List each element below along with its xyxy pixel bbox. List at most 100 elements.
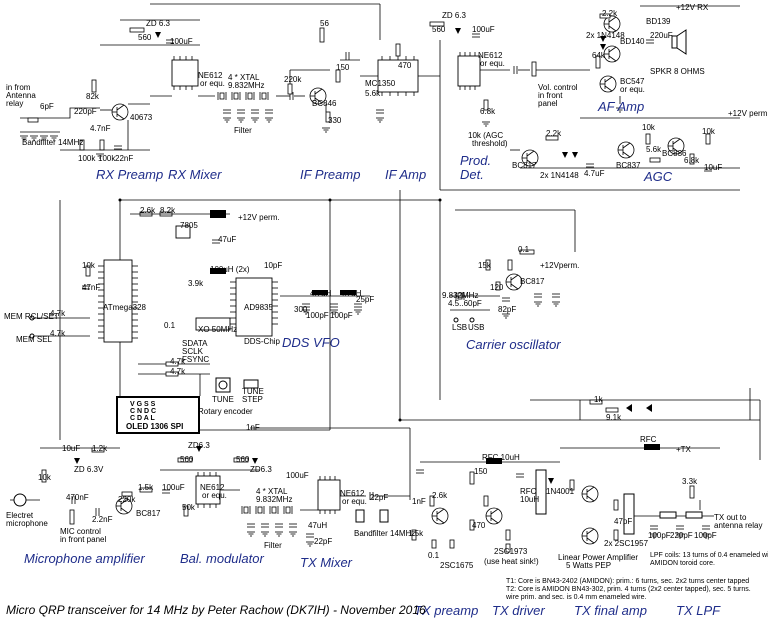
- heatsink-label: (use heat sink!): [484, 557, 539, 566]
- final-resistor: [613, 529, 619, 541]
- r2k2-label: 2.2k: [602, 9, 618, 18]
- r2k2-agc-label: 2.2k: [546, 129, 562, 138]
- bc817-agc-label: BC817: [512, 161, 537, 170]
- antenna-coil: [27, 117, 39, 123]
- ne612-rx-label2: or equ.: [200, 79, 225, 88]
- oled-display: V G S S C N D C C D A L OLED 1306 SPI: [116, 396, 200, 434]
- section-if-amp: IF Amp: [385, 167, 427, 182]
- mem-rcl-label[interactable]: MEM RCL/SET: [4, 312, 59, 321]
- r1k5-label: 1.5k: [138, 483, 154, 492]
- speaker-icon: [676, 29, 687, 55]
- zener-diode: [196, 446, 202, 452]
- r2k2-agc-resistor: [545, 135, 559, 141]
- ind47b-label: 4.7uH: [340, 289, 362, 298]
- r6k8-resistor: [483, 99, 489, 111]
- c10uf-mic-label: 10uF: [62, 444, 81, 453]
- reg7805-ic: [175, 225, 191, 239]
- ind47a-label: 4.7uH: [310, 289, 332, 298]
- c100pf-lpf-label: 100pF: [648, 531, 671, 540]
- r2k7-resistor: [429, 495, 435, 507]
- r2sc1675-label: 2SC1675: [440, 561, 474, 570]
- bc836-label: BC836: [662, 149, 687, 158]
- bc846-transistor: [314, 97, 323, 104]
- tune-label[interactable]: TUNE: [212, 395, 234, 404]
- r8k2-label: 8.2k: [160, 206, 176, 215]
- xtal-rx-label: 4 * XTAL: [228, 73, 260, 82]
- fsync-label: FSYNC: [182, 355, 210, 364]
- r01-resistor: [431, 539, 437, 549]
- c22nf-label: 2.2nF: [92, 515, 113, 524]
- zener-diode: [252, 458, 258, 464]
- dds-chip-label: DDS-Chip: [244, 337, 281, 346]
- r6k8-label: 6.8k: [480, 107, 496, 116]
- lsb-label[interactable]: LSB: [452, 323, 468, 332]
- ne612-bal-label: NE612: [200, 483, 225, 492]
- r5k6-agc-label: 5.6k: [646, 145, 662, 154]
- oled-pins1: V G S S: [130, 401, 156, 408]
- diode: [572, 152, 578, 158]
- mc1350-label: MC1350: [365, 79, 396, 88]
- c100uf-bal-label: 100uF: [162, 483, 185, 492]
- junction: [118, 198, 122, 202]
- r470-resistor: [395, 43, 401, 57]
- c220uf-label: 220uF: [650, 31, 673, 40]
- usb-label[interactable]: USB: [468, 323, 485, 332]
- plus12-dds-label: +12V perm.: [238, 213, 280, 222]
- r82k-label: 82k: [86, 92, 99, 101]
- section-tx-final: TX final amp: [574, 603, 647, 618]
- bc837-transistor: [622, 151, 631, 158]
- ne612-bal-ic: [195, 475, 221, 505]
- c25pf-label: 25pF: [356, 295, 375, 304]
- electret-label2: microphone: [6, 519, 48, 528]
- r100-tx-resistor: [449, 539, 455, 549]
- zener-diode: [455, 28, 461, 34]
- r100k-label: 100k: [78, 154, 96, 163]
- c100uf-tx-label: 100uF: [286, 471, 309, 480]
- r2k2-resistor: [599, 13, 611, 19]
- tune-step-label[interactable]: TUNE: [242, 387, 264, 396]
- inductor-100u: [210, 268, 226, 274]
- r220k-label: 220k: [284, 75, 302, 84]
- bf40673-label: 40673: [130, 113, 153, 122]
- bc817-mic-label: BC817: [136, 509, 161, 518]
- 2sc1957-transistor: [586, 495, 595, 502]
- bandfilter-rx-label: Bandfilter 14MHz: [22, 138, 84, 147]
- r150-tx-label: 150: [474, 467, 488, 476]
- rot-enc-label[interactable]: Rotary encoder: [198, 407, 253, 416]
- mem-sel-label[interactable]: MEM SEL: [16, 335, 53, 344]
- r56-tx-resistor: [505, 529, 511, 541]
- c6pf-label: 6pF: [40, 102, 54, 111]
- c47nf-label: 4.7nF: [90, 124, 111, 133]
- r10k-agc2-resistor: [705, 133, 711, 145]
- inductor: [210, 210, 226, 218]
- c47pf-label: 47pF: [614, 517, 633, 526]
- ne612-tx-label2: or equ.: [342, 497, 367, 506]
- plus12-agc-label: +12V perm.: [728, 109, 768, 118]
- section-mic-amp: Microphone amplifier: [24, 551, 145, 566]
- t2b-note: wire prim. and sec. is 0.4 mm enameled w…: [506, 594, 647, 601]
- r2sc1973-label: 2SC1973: [494, 547, 528, 556]
- r3k3-label: 3.3k: [682, 477, 698, 486]
- sdata-label: SDATA: [182, 339, 208, 348]
- xtal-tx: [257, 506, 263, 514]
- bc817-mic-transistor: [120, 498, 129, 505]
- xtal-tx: [243, 506, 249, 514]
- r10k-mic-resistor: [41, 469, 47, 483]
- section-bal-mod: Bal. modulator: [180, 551, 264, 566]
- c100pf-lpf2-label: 100pF: [694, 531, 717, 540]
- mic-ctrl-label[interactable]: MIC control: [60, 527, 101, 536]
- r22nf-label: 22nF: [115, 154, 134, 163]
- tune-step-label2[interactable]: STEP: [242, 395, 263, 404]
- zener-diode: [155, 32, 161, 38]
- bc547-transistor: [604, 76, 613, 83]
- final-note-label: Linear Power Amplifier: [558, 553, 639, 562]
- bandfilter-tx-coil: [355, 509, 365, 523]
- oled-pins2: C N D C: [130, 408, 157, 415]
- xtal-rx-label2: 9.832MHz: [228, 81, 265, 90]
- r10ka-label: 10k: [82, 261, 95, 270]
- ne612-rx-label: NE612: [198, 71, 223, 80]
- r470-co-resistor: [507, 259, 513, 271]
- lpf-coil: [685, 511, 703, 519]
- antenna-in-label3: relay: [6, 99, 24, 108]
- mic-ctrl-label2[interactable]: in front panel: [60, 535, 107, 544]
